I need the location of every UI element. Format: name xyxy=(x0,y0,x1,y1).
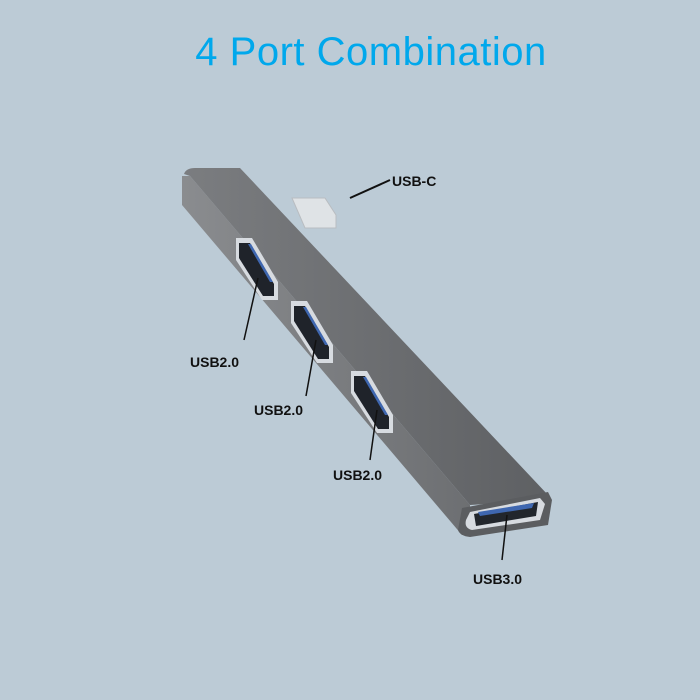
usb2-label-2: USB2.0 xyxy=(254,402,304,418)
usb2-label-1: USB2.0 xyxy=(190,354,240,370)
usb2-label-3: USB2.0 xyxy=(333,467,383,483)
usb2-port-1 xyxy=(236,238,278,300)
page-title: 4 Port Combination xyxy=(195,30,547,74)
usb2-port-2 xyxy=(291,301,333,363)
usb2-port-3 xyxy=(351,371,393,433)
usb-c-plug xyxy=(291,197,337,229)
usb-c-label: USB-C xyxy=(392,173,437,189)
usb3-port xyxy=(465,498,545,530)
usb3-label: USB3.0 xyxy=(473,571,523,587)
